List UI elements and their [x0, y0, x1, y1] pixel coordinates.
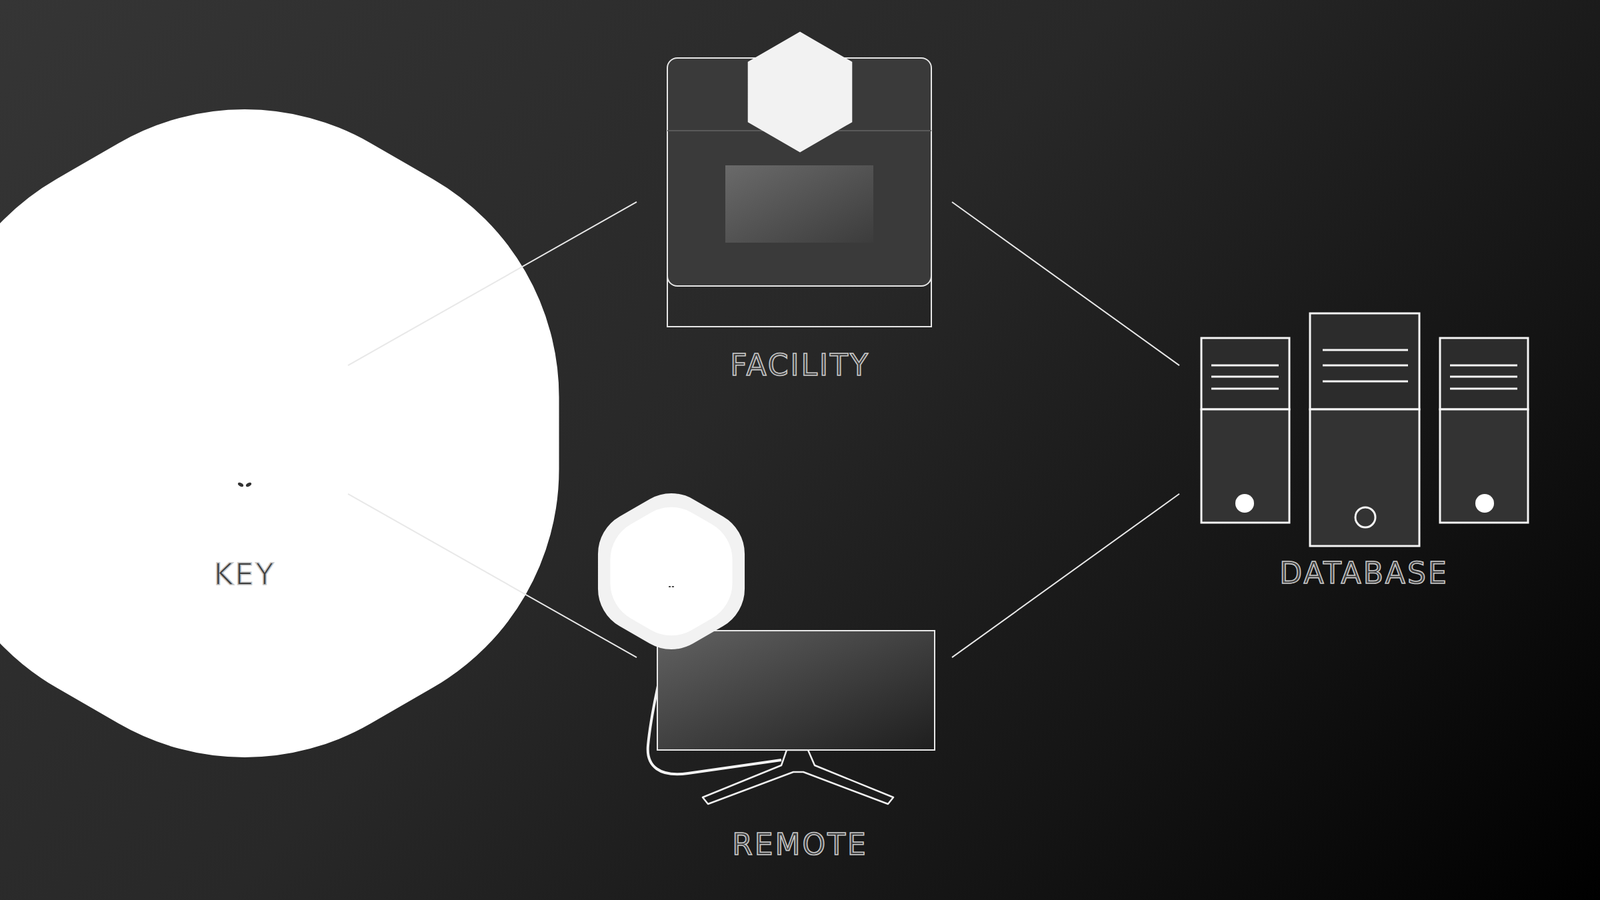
key-icon	[158, 333, 332, 534]
node-label: FACILITY	[730, 349, 870, 382]
device-node: REMOTE	[636, 560, 952, 874]
connector-line	[952, 494, 1180, 658]
device-node: FACILITY	[636, 46, 952, 394]
connector-line	[952, 202, 1180, 366]
node-label: DATABASE	[1279, 557, 1448, 590]
connector-line	[348, 202, 637, 366]
alien-logo	[234, 472, 256, 502]
device-node: DATABASE	[1179, 293, 1540, 607]
facility-device	[667, 58, 932, 327]
database-servers	[1201, 313, 1528, 546]
device-node: KEY	[136, 320, 348, 600]
node-label: KEY	[214, 558, 276, 591]
node-label: REMOTE	[732, 828, 868, 861]
connector-line	[348, 494, 637, 658]
remote-station	[641, 536, 935, 804]
